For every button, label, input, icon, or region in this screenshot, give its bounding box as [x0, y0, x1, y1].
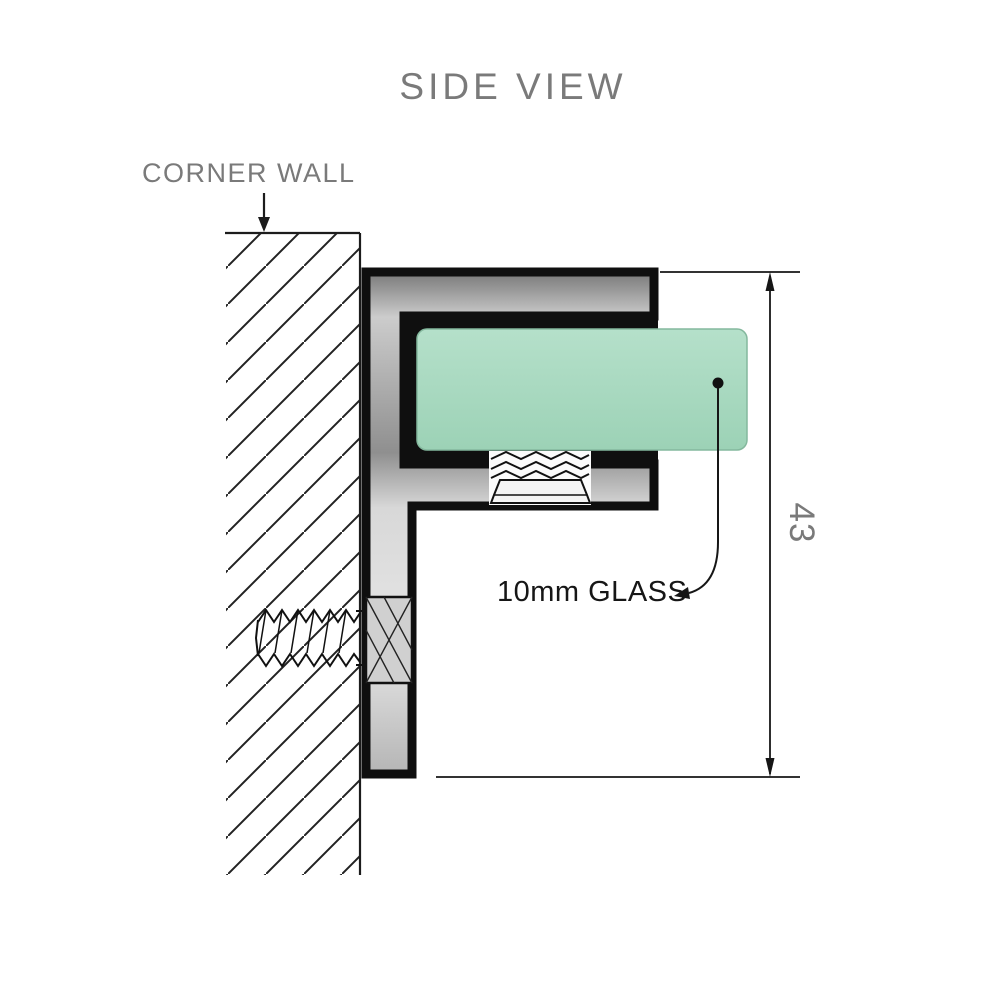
screw-thread-top: [257, 608, 361, 624]
screw: [254, 595, 414, 685]
gasket-spring-line-2: [490, 460, 590, 471]
dimension-arrow-top-icon: [765, 272, 775, 291]
screw-head-hatching: [365, 596, 413, 684]
gasket-cup: [489, 479, 592, 504]
screw-thread-bottom: [257, 652, 361, 668]
gasket-spring-line-1: [490, 450, 590, 461]
dimension-arrow-bottom-icon: [765, 758, 775, 777]
corner-wall-label: CORNER WALL: [142, 158, 356, 188]
glass-leader-line: [688, 388, 719, 594]
screw-thread-flanks: [258, 609, 347, 654]
glass-leader-arrowhead-icon: [674, 587, 690, 599]
glass-panel: [416, 328, 748, 451]
screw-shaft-rails: [356, 610, 366, 666]
glass-label: 10mm GLASS: [497, 576, 687, 608]
diagram-title: SIDE VIEW: [399, 66, 626, 107]
glass-leader-dot: [712, 377, 724, 389]
corner-wall-callout: CORNER WALL: [142, 158, 356, 232]
dimension: 43: [436, 271, 821, 778]
screw-tip: [254, 619, 259, 657]
wall: [225, 231, 362, 875]
glass-callout: 10mm GLASS: [497, 377, 724, 608]
wall-hatching: [226, 234, 360, 875]
gasket-spring-line-3: [490, 469, 590, 480]
dimension-label: 43: [782, 503, 821, 544]
corner-wall-arrowhead-icon: [258, 217, 270, 232]
gasket: [489, 450, 592, 505]
